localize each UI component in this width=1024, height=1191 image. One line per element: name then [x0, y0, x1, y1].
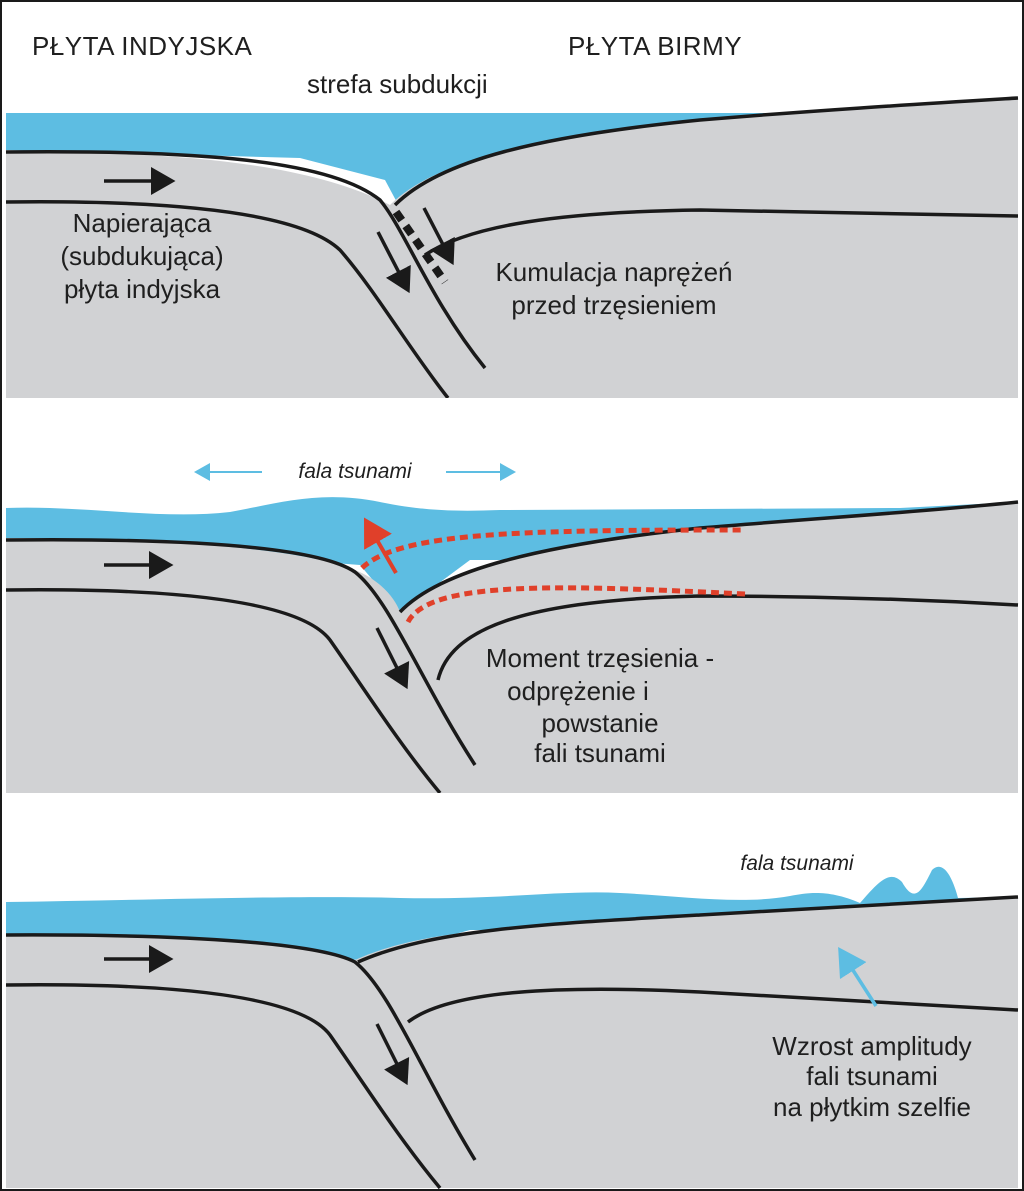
stress-label-line-1: Kumulacja naprężeń — [495, 257, 732, 287]
rock-panel-3 — [6, 897, 1018, 1188]
subducting-plate-bottom-2 — [5, 588, 442, 795]
overriding-plate-surface-3 — [357, 895, 1019, 964]
left-plate-title: PŁYTA INDYJSKA — [32, 31, 253, 61]
rupture-line-lower — [405, 585, 746, 624]
subduction-zone-label: strefa subdukcji — [307, 69, 488, 99]
uplift-arrow — [364, 517, 398, 574]
earthquake-label-line-3: powstanie — [541, 708, 658, 738]
down-dip-arrow-2 — [375, 627, 410, 690]
subducting-plate-top-1 — [5, 150, 487, 370]
indian-plate-label-line-2: (subdukująca) — [60, 241, 223, 271]
locked-fault-1 — [392, 209, 449, 285]
panel-1-stress-accumulation — [5, 96, 1019, 400]
panel-2-earthquake-moment — [5, 463, 1019, 795]
earthquake-label-line-2: odprężenie i — [507, 676, 649, 706]
drag-arrow-1 — [422, 207, 455, 266]
subducting-plate-top-2 — [5, 538, 477, 766]
amplitude-arrow — [838, 947, 878, 1007]
subducting-plate-top-3 — [5, 933, 477, 1161]
amplitude-label-line-1: Wzrost amplitudy — [772, 1031, 971, 1061]
down-dip-arrow-3 — [375, 1023, 410, 1086]
indian-plate-label-line-1: Napierająca — [73, 208, 212, 238]
earthquake-label-line-4: fali tsunami — [534, 738, 666, 768]
separator-1 — [2, 398, 1022, 402]
rock-panel-2 — [6, 502, 1018, 793]
overriding-plate-base-3 — [406, 987, 1019, 1024]
separator-2 — [2, 793, 1022, 797]
overriding-plate-base-1 — [424, 208, 1019, 257]
amplitude-label-line-3: na płytkim szelfie — [773, 1092, 971, 1122]
overriding-plate-surface-1 — [393, 96, 1019, 207]
rock-panel-1 — [6, 98, 1018, 398]
tsunami-label-panel-3: fala tsunami — [740, 852, 855, 875]
panel-3-shelf-amplification — [5, 866, 1019, 1190]
subducting-plate-bottom-1 — [5, 200, 450, 400]
amplitude-label-line-2: fali tsunami — [806, 1061, 938, 1091]
down-dip-arrow-1 — [376, 231, 411, 294]
earthquake-label-line-1: Moment trzęsienia - — [486, 643, 714, 673]
right-plate-title: PŁYTA BIRMY — [568, 31, 742, 61]
water-panel-3 — [6, 866, 1018, 960]
indian-plate-label-line-3: płyta indyjska — [64, 274, 221, 304]
rupture-line-upper — [360, 527, 746, 570]
tsunami-label-panel-2: fala tsunami — [298, 460, 413, 483]
subducting-plate-bottom-3 — [5, 983, 442, 1190]
stress-label-line-2: przed trzęsieniem — [511, 290, 716, 320]
overriding-plate-base-2 — [436, 594, 1019, 681]
